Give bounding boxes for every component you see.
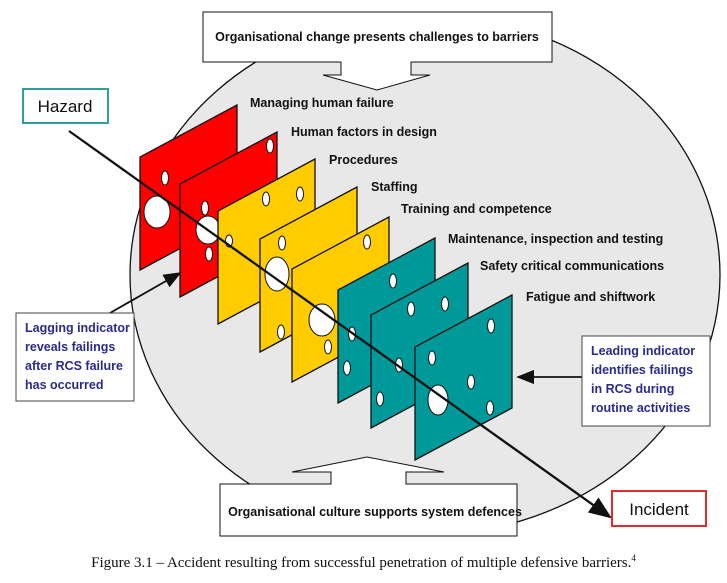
hazard-label: Hazard <box>38 97 93 116</box>
barrier-hole <box>389 273 397 289</box>
barrier-hole <box>143 195 171 229</box>
leading-indicator-line: in RCS during <box>591 382 674 396</box>
bottom-callout: Organisational culture supports system d… <box>219 456 522 537</box>
barrier-hole <box>376 391 384 407</box>
barrier-hole <box>363 234 371 250</box>
barrier-hole <box>161 170 169 186</box>
barrier-hole <box>262 191 270 207</box>
barrier-hole <box>441 296 449 312</box>
lagging-indicator-line: Lagging indicator <box>25 321 130 335</box>
top-callout-text: Organisational change presents challenge… <box>215 30 539 44</box>
barrier-hole <box>324 339 332 355</box>
hazard-trajectory-line <box>68 130 612 519</box>
barrier-labels: Managing human failure Human factors in … <box>250 96 664 304</box>
caption-footnote: 4 <box>631 553 636 563</box>
barrier-plates <box>139 103 513 462</box>
lagging-indicator-line: has occurred <box>25 378 104 392</box>
barrier-hole <box>296 186 304 202</box>
barrier-hole <box>266 138 274 154</box>
barrier-label: Training and competence <box>401 202 552 216</box>
barrier-hole <box>407 301 415 317</box>
barrier-hole <box>205 246 213 262</box>
caption-text: Figure 3.1 – Accident resulting from suc… <box>91 555 632 571</box>
barrier-label: Procedures <box>329 153 398 167</box>
barrier-hole <box>467 374 475 390</box>
leading-indicator-line: Leading indicator <box>591 344 695 358</box>
barrier-hole <box>428 350 436 366</box>
figure-caption: Figure 3.1 – Accident resulting from suc… <box>0 553 727 572</box>
barrier-label: Human factors in design <box>291 125 437 139</box>
bottom-callout-text: Organisational culture supports system d… <box>228 505 522 519</box>
barrier-hole <box>308 303 336 337</box>
barrier-label: Managing human failure <box>250 96 394 110</box>
leading-indicator-line: identifies failings <box>591 363 693 377</box>
lagging-indicator-line: after RCS failure <box>25 359 123 373</box>
lagging-indicator-line: reveals failings <box>25 340 115 354</box>
barrier-label: Safety critical communications <box>480 259 664 273</box>
top-callout: Organisational change presents challenge… <box>202 11 553 91</box>
lagging-indicator-box: Lagging indicator reveals failings after… <box>15 312 135 402</box>
barrier-hole <box>278 235 286 251</box>
incident-box: Incident <box>611 490 707 527</box>
incident-label: Incident <box>629 500 689 519</box>
barrier-hole <box>427 384 449 416</box>
hazard-box: Hazard <box>22 88 109 124</box>
lagging-indicator-arrow <box>109 272 182 314</box>
barrier-hole <box>487 318 495 334</box>
barrier-hole <box>277 324 285 340</box>
barrier-hole <box>201 200 209 216</box>
barrier-hole <box>486 400 494 416</box>
leading-indicator-line: routine activities <box>591 401 690 415</box>
barrier-label: Maintenance, inspection and testing <box>448 232 663 246</box>
barrier-label: Staffing <box>371 180 418 194</box>
leading-indicator-box: Leading indicator identifies failings in… <box>581 335 711 427</box>
barrier-hole <box>343 360 351 376</box>
barrier-label: Fatigue and shiftwork <box>526 290 655 304</box>
